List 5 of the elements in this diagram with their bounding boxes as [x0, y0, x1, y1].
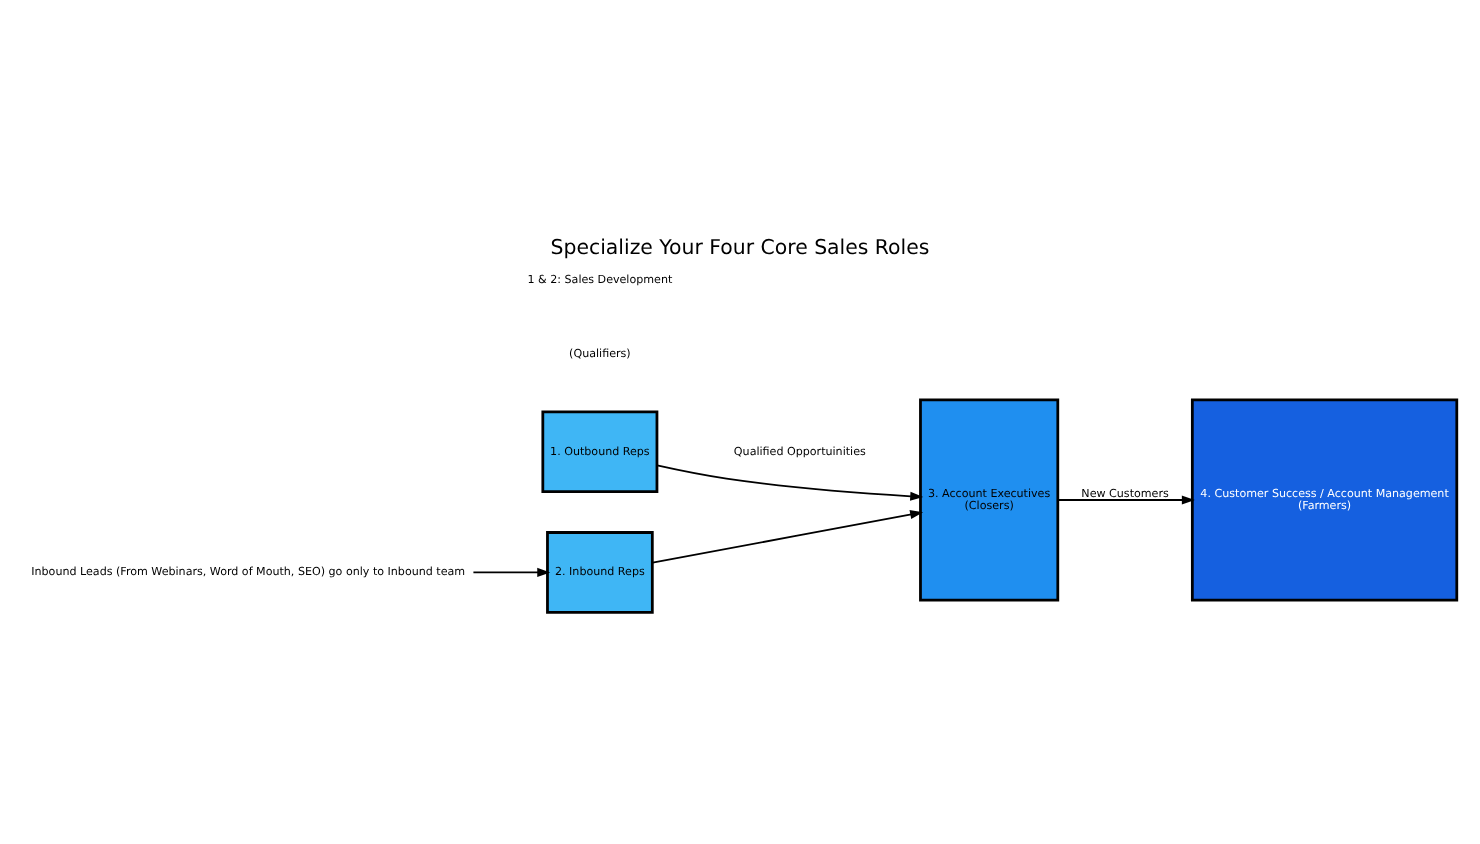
- diagram-title: Specialize Your Four Core Sales Roles: [550, 236, 930, 259]
- arrow: [472, 566, 551, 576]
- arrow: [651, 509, 924, 563]
- arrow: [1057, 494, 1195, 504]
- arrow: [656, 463, 924, 500]
